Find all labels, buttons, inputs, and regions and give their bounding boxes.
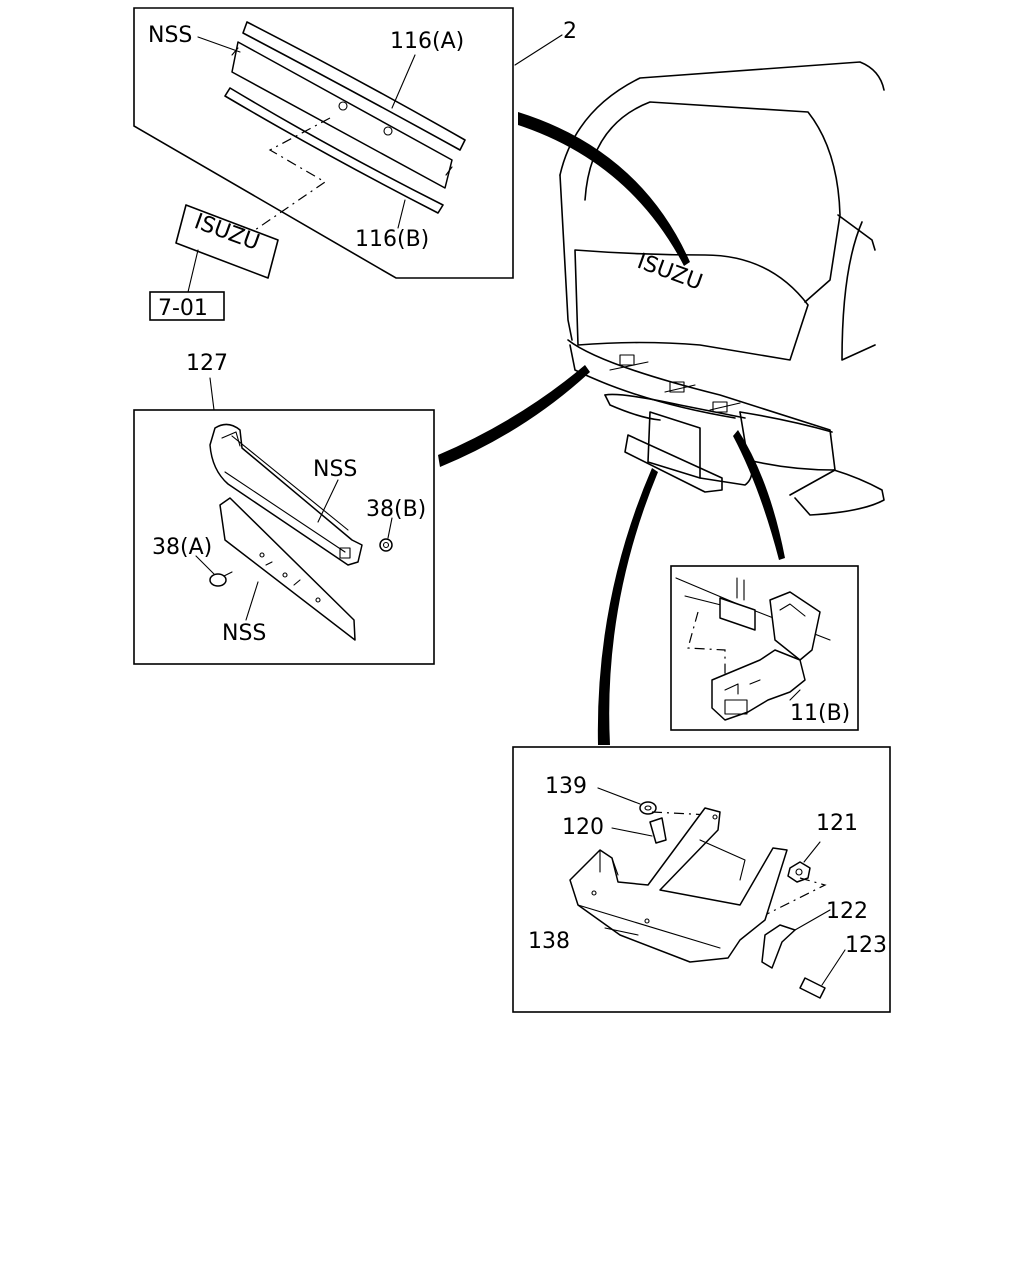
bumper-detail-box (133, 409, 435, 665)
label-2: 2 (563, 19, 577, 44)
label-138: 138 (528, 929, 570, 954)
label-116a: 116(A) (390, 29, 464, 54)
svg-text:ISUZU: ISUZU (191, 209, 263, 256)
label-nss-lower: NSS (222, 621, 266, 646)
label-7-01: 7-01 (158, 296, 208, 321)
label-nss-upper: NSS (313, 457, 357, 482)
vehicle-front-view: ISUZU (559, 61, 885, 516)
guard-detail-box (512, 746, 891, 1013)
label-116b: 116(B) (355, 227, 429, 252)
vehicle-emblem: ISUZU (634, 249, 706, 296)
emblem-ref-box (149, 291, 225, 321)
label-nss-top: NSS (148, 23, 192, 48)
leader-arc-bracket (733, 430, 785, 560)
label-123: 123 (845, 933, 887, 958)
label-38a: 38(A) (152, 535, 212, 560)
label-121: 121 (816, 811, 858, 836)
isuzu-emblem: ISUZU (175, 204, 279, 279)
label-127: 127 (186, 351, 228, 376)
leader-arc-bumper (438, 365, 590, 467)
leader-arc-guard (597, 468, 658, 745)
label-38b: 38(B) (366, 497, 426, 522)
grille-detail-box (133, 7, 514, 279)
label-122: 122 (826, 899, 868, 924)
label-139: 139 (545, 774, 587, 799)
bracket-detail-box (670, 565, 859, 731)
label-120: 120 (562, 815, 604, 840)
leader-arc-grille (518, 112, 690, 266)
label-11b: 11(B) (790, 701, 850, 726)
